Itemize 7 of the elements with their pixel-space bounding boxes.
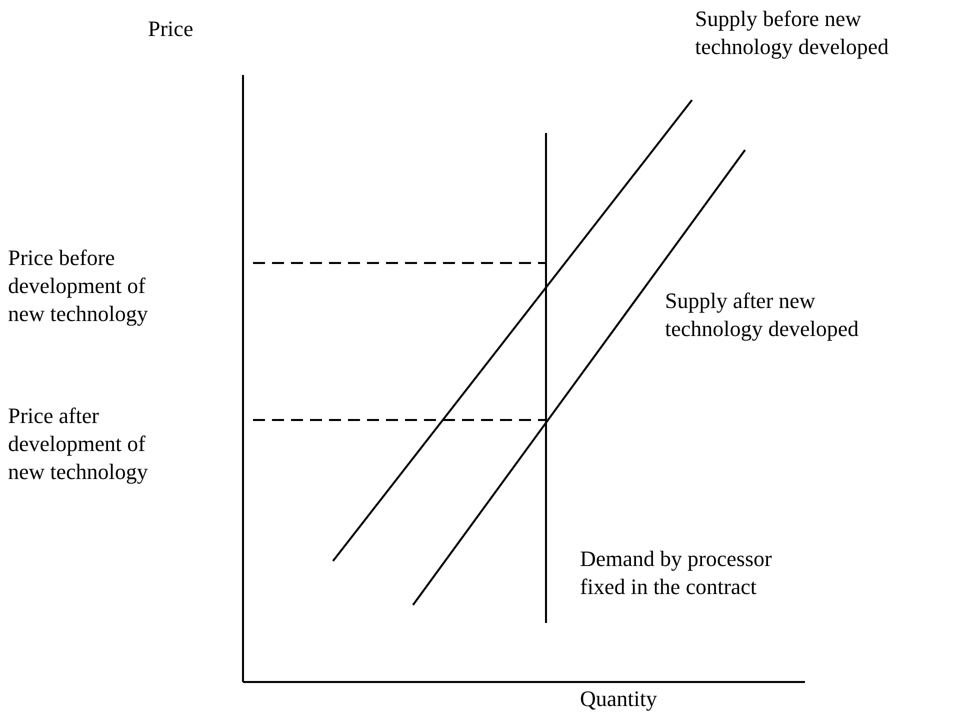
axis-title: Price — [148, 15, 194, 43]
price-label: Price before development of new technology — [8, 244, 149, 328]
axis-title: Quantity — [580, 685, 658, 713]
curve-label: Demand by processor fixed in the contract — [580, 545, 773, 601]
curve-label: Supply before new technology developed — [695, 5, 890, 61]
price-label: Price after development of new technology — [8, 402, 149, 486]
curve-label: Supply after new technology developed — [665, 287, 860, 343]
